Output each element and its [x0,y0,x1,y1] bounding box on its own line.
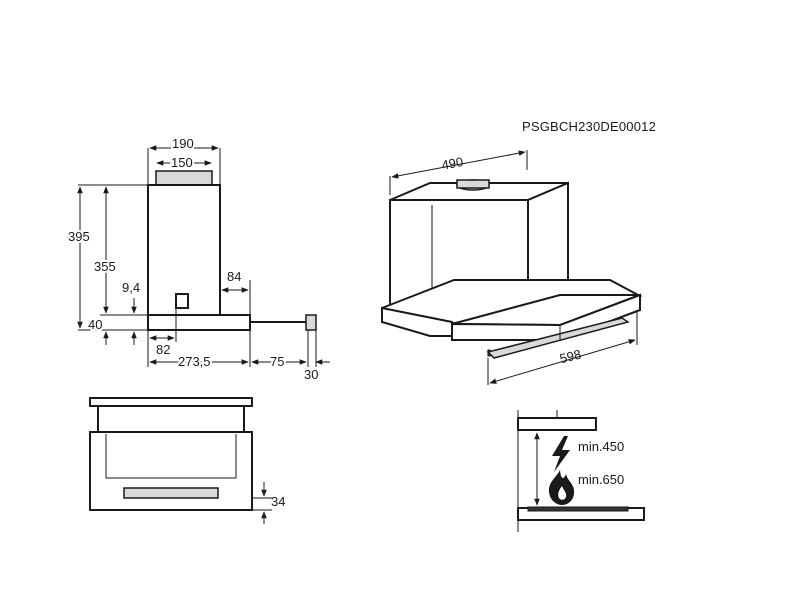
dim-355: 355 [94,259,116,274]
dim-395: 395 [68,229,90,244]
dim-150: 150 [171,155,193,170]
front-light-panel [123,487,219,499]
side-view: 190 150 395 355 9,4 40 84 82 273, [66,134,330,382]
min-electric-label: min.450 [578,439,624,454]
dim-34: 34 [271,494,285,509]
dim-75: 75 [270,354,284,369]
hob-surface [527,506,629,512]
min-gas-label: min.650 [578,472,624,487]
side-control-box [175,293,189,309]
dim-490: 490 [440,154,464,173]
dim-9-4: 9,4 [122,280,140,295]
side-front-handle [305,314,317,331]
dim-30: 30 [304,367,318,382]
lightning-icon [552,436,570,472]
model-code: PSGBCH230DE00012 [522,119,656,134]
perspective-view: 490 598 [381,150,643,385]
dim-84: 84 [227,269,241,284]
dim-598: 598 [558,346,583,366]
flame-icon [548,470,575,505]
side-duct-collar [155,170,213,186]
dim-82: 82 [156,342,170,357]
installation-view: min.450 min.650 [517,410,645,532]
dim-190: 190 [172,136,194,151]
dim-40: 40 [88,317,102,332]
side-bottom-plate [147,314,251,331]
front-view: 34 [89,397,285,524]
dim-273-5: 273,5 [178,354,211,369]
